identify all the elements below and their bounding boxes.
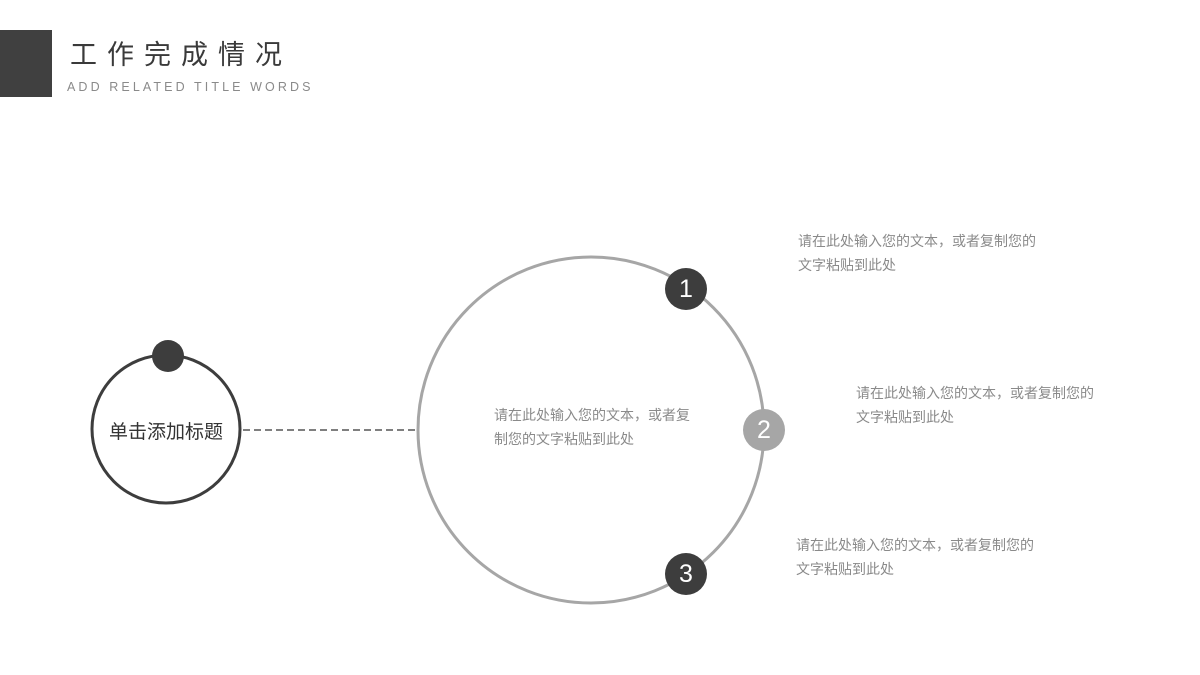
item-3-text: 请在此处输入您的文本，或者复制您的文字粘贴到此处: [796, 538, 1034, 578]
main-node-label[interactable]: 单击添加标题: [108, 421, 223, 443]
page-title: 工作完成情况: [70, 40, 292, 71]
title-accent-block: [0, 30, 52, 97]
center-circle-text: 请在此处输入您的文本，或者复制您的文字粘贴到此处: [494, 408, 690, 448]
main-node-dot: [152, 340, 184, 372]
badge-2-circle: [743, 409, 785, 451]
item-2-text: 请在此处输入您的文本，或者复制您的文字粘贴到此处: [856, 386, 1094, 426]
badge-1-circle: [665, 268, 707, 310]
badge-1-number: 1: [679, 275, 693, 303]
badge-2-number: 2: [757, 416, 771, 444]
badge-3-circle: [665, 553, 707, 595]
badge-3-number: 3: [679, 560, 693, 588]
item-1-text: 请在此处输入您的文本，或者复制您的文字粘贴到此处: [798, 234, 1036, 274]
page-subtitle: ADD RELATED TITLE WORDS: [67, 80, 314, 94]
